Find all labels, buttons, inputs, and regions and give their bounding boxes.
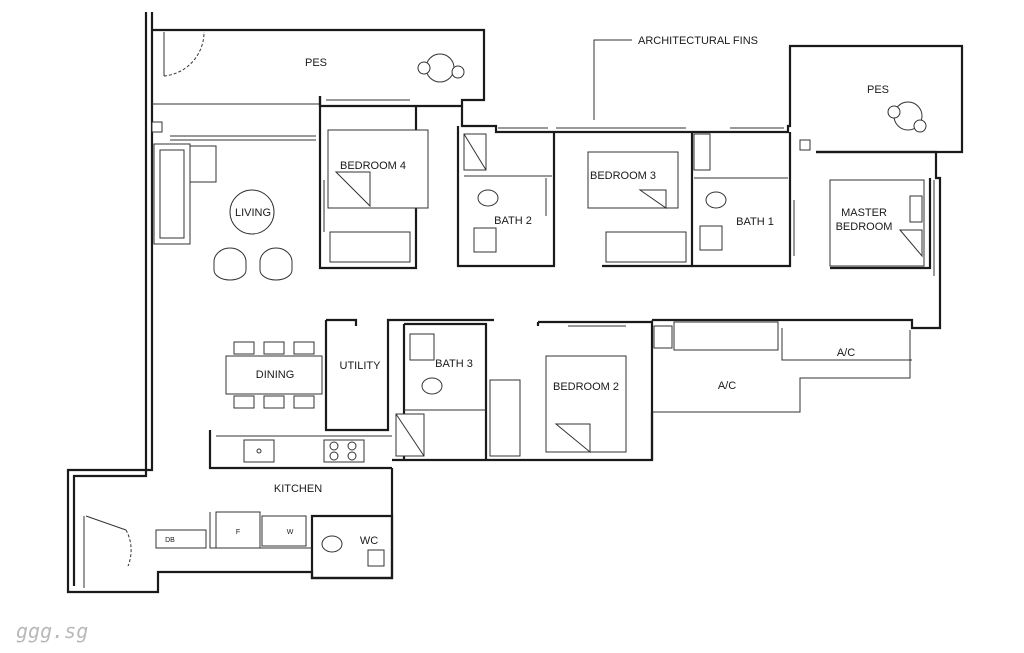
- label-pes-top: PES: [305, 57, 327, 69]
- dining-table: [225, 355, 323, 395]
- coffee-table: [229, 189, 275, 235]
- bed: [829, 179, 925, 267]
- fins-leader-line: [593, 39, 632, 120]
- label-pes-right: PES: [867, 84, 889, 96]
- label-utility: UTILITY: [340, 360, 382, 372]
- bed: [587, 151, 679, 209]
- label-bath-1: BATH 1: [736, 216, 774, 228]
- label-master-bedroom-line1: MASTER: [841, 207, 887, 219]
- label-kitchen: KITCHEN: [274, 483, 322, 495]
- label-washer: W: [287, 529, 294, 536]
- label-bath-3: BATH 3: [435, 358, 473, 370]
- bed: [327, 129, 429, 209]
- label-ac-lower: A/C: [718, 380, 736, 392]
- furniture: [151, 53, 927, 567]
- doors: [83, 31, 205, 588]
- windows: [170, 99, 935, 327]
- label-db: DB: [165, 537, 175, 544]
- label-ac-upper: A/C: [837, 347, 855, 359]
- label-bedroom-4: BEDROOM 4: [340, 160, 406, 172]
- label-fridge: F: [236, 529, 240, 536]
- watermark: ggg.sg: [16, 619, 88, 643]
- label-dining: DINING: [256, 369, 295, 381]
- label-wc: WC: [360, 535, 378, 547]
- label-architectural-fins: ARCHITECTURAL FINS: [638, 35, 758, 47]
- label-master-bedroom-line2: BEDROOM: [836, 221, 893, 233]
- outer-walls: [66, 12, 964, 594]
- label-bedroom-3: BEDROOM 3: [590, 170, 656, 182]
- label-bath-2: BATH 2: [494, 215, 532, 227]
- label-living: LIVING: [235, 207, 271, 219]
- bed: [545, 355, 627, 453]
- room-labels: PES PES ARCHITECTURAL FINS BEDROOM 4 BED…: [165, 35, 892, 547]
- label-bedroom-2: BEDROOM 2: [553, 381, 619, 393]
- interior-walls: [155, 96, 932, 580]
